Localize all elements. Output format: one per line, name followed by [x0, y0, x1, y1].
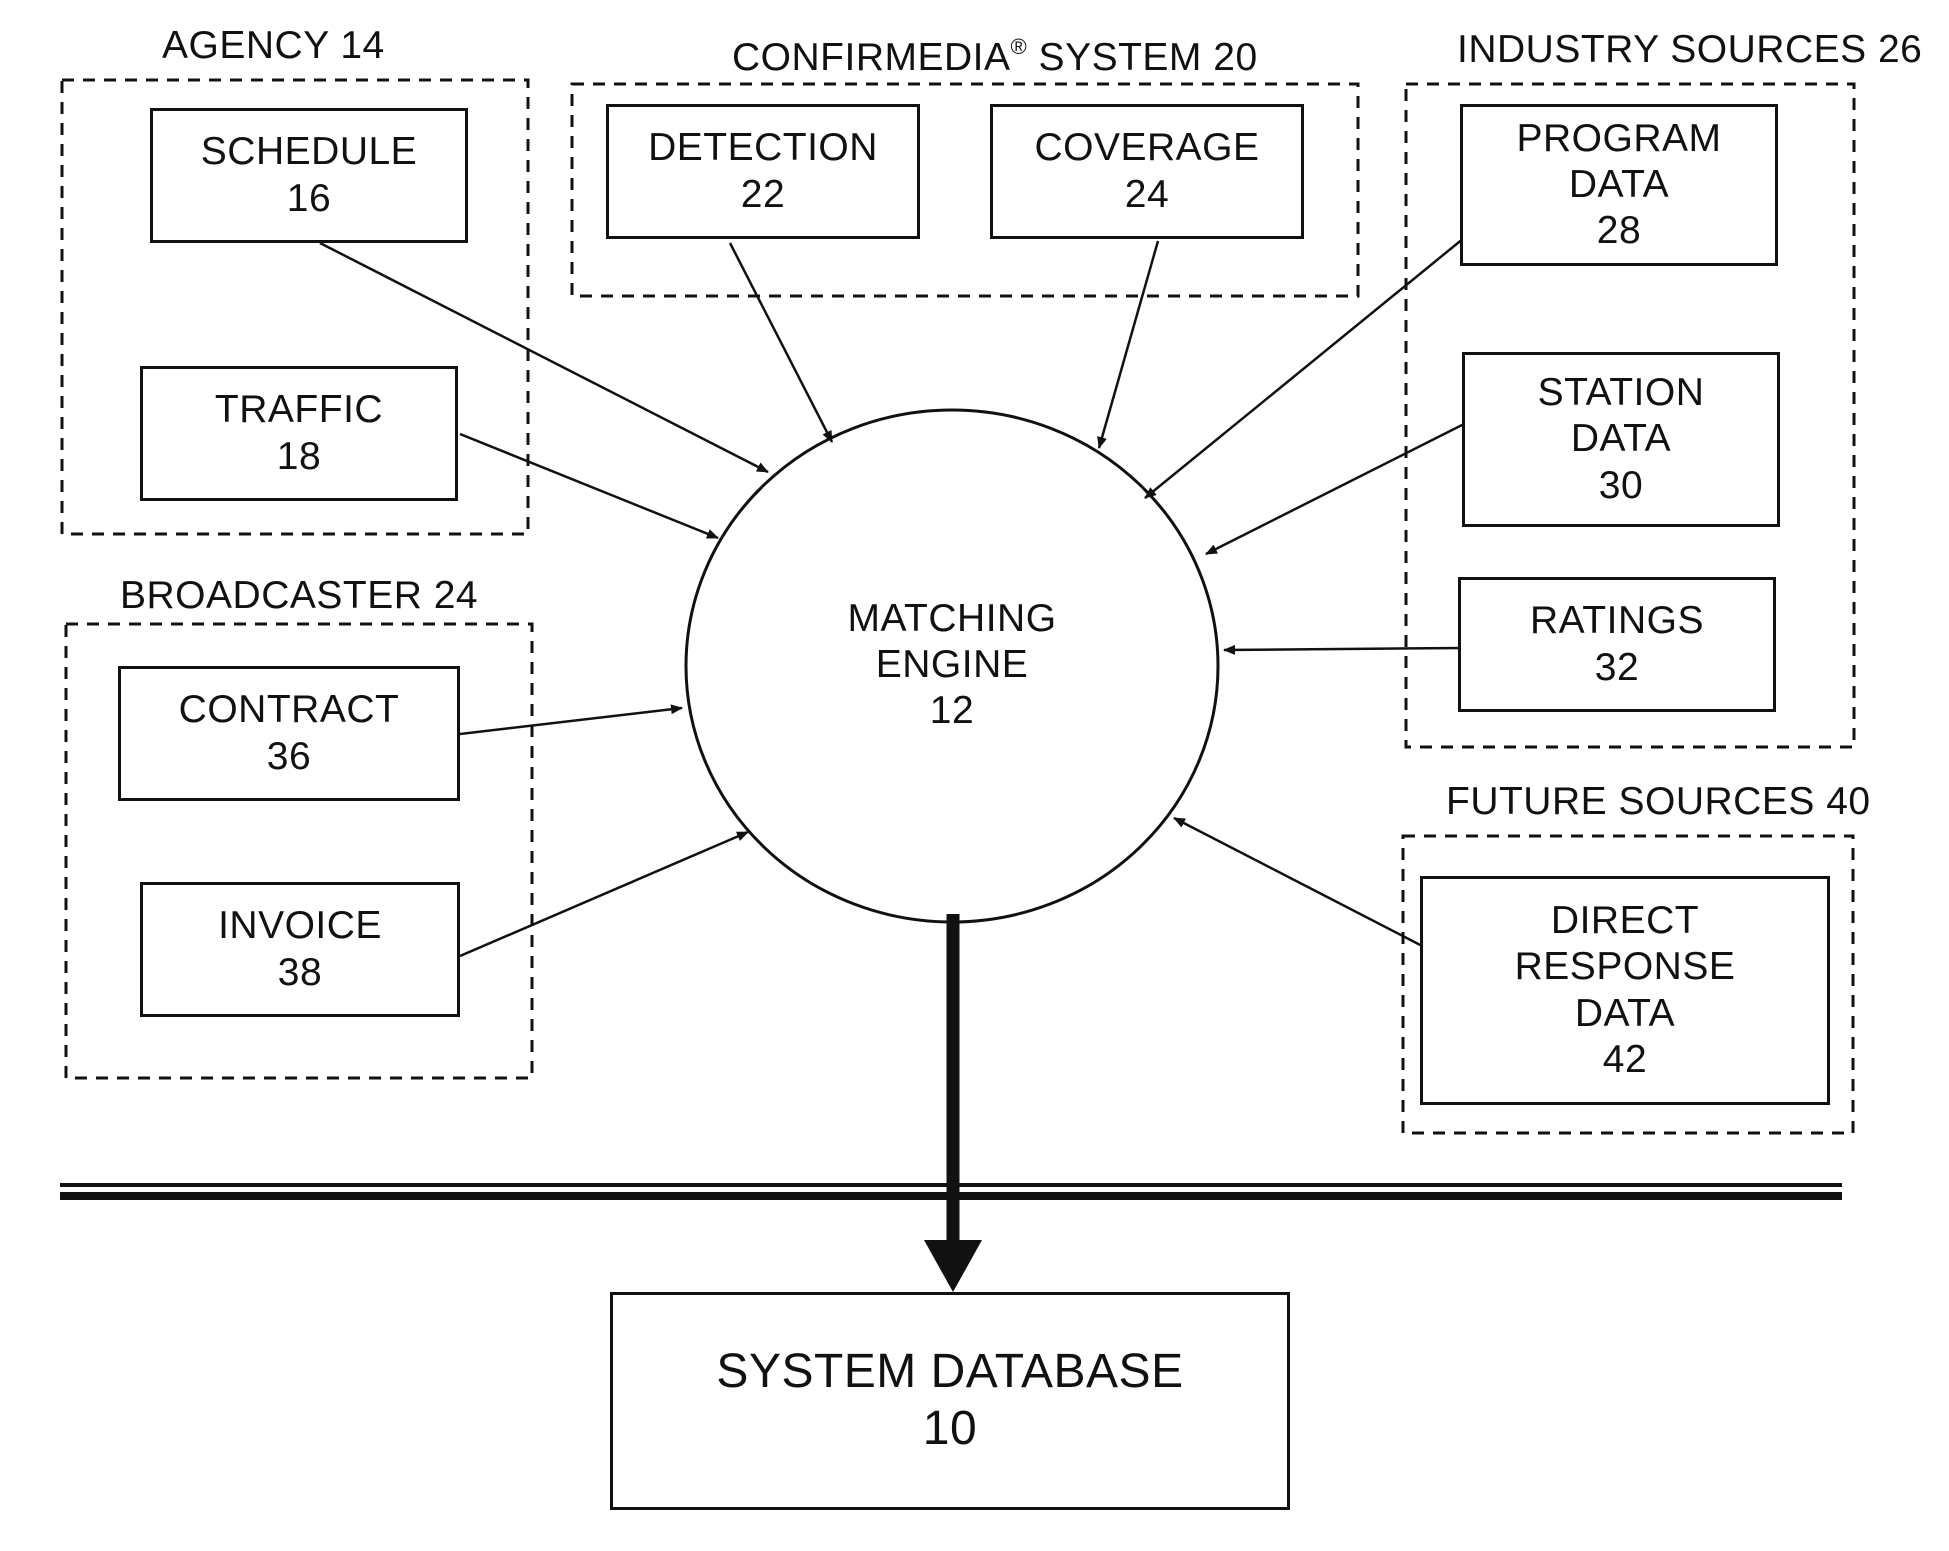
- contract-box: CONTRACT 36: [118, 666, 460, 801]
- matching-engine-label: MATCHING ENGINE 12: [812, 590, 1092, 740]
- direct-response-line3: DATA: [1575, 991, 1675, 1037]
- matching-engine-line2: ENGINE: [876, 642, 1029, 688]
- schedule-number: 16: [287, 176, 331, 222]
- registered-mark: ®: [1011, 34, 1028, 59]
- confirmedia-name: CONFIRMEDIA: [732, 36, 1011, 79]
- matching-engine-line1: MATCHING: [847, 596, 1056, 642]
- traffic-box: TRAFFIC 18: [140, 366, 458, 501]
- invoice-box: INVOICE 38: [140, 882, 460, 1017]
- traffic-number: 18: [277, 434, 321, 480]
- ratings-number: 32: [1595, 645, 1639, 691]
- direct-response-box: DIRECT RESPONSE DATA 42: [1420, 876, 1830, 1105]
- ratings-arrow: [1224, 648, 1464, 650]
- system-database-number: 10: [923, 1401, 977, 1458]
- schedule-title: SCHEDULE: [201, 129, 417, 175]
- station-data-line2: DATA: [1571, 416, 1671, 462]
- station-data-line1: STATION: [1538, 370, 1705, 416]
- matching-engine-number: 12: [930, 688, 974, 734]
- invoice-arrow: [460, 832, 748, 956]
- invoice-title: INVOICE: [218, 903, 382, 949]
- invoice-number: 38: [278, 950, 322, 996]
- program-data-arrow: [1145, 238, 1464, 498]
- coverage-arrow: [1099, 241, 1158, 448]
- detection-number: 22: [741, 172, 785, 218]
- detection-box: DETECTION 22: [606, 104, 920, 239]
- future-sources-group-label: FUTURE SOURCES 40: [1446, 782, 1871, 821]
- confirmedia-group-label: CONFIRMEDIA® SYSTEM 20: [732, 36, 1258, 77]
- direct-response-number: 42: [1603, 1037, 1647, 1083]
- direct-response-arrow: [1174, 818, 1430, 950]
- program-data-line2: DATA: [1569, 162, 1669, 208]
- broadcaster-group-label: BROADCASTER 24: [120, 576, 478, 615]
- coverage-title: COVERAGE: [1034, 125, 1259, 171]
- contract-arrow: [460, 708, 682, 734]
- system-database-box: SYSTEM DATABASE 10: [610, 1292, 1290, 1510]
- program-data-box: PROGRAM DATA 28: [1460, 104, 1778, 266]
- ratings-box: RATINGS 32: [1458, 577, 1776, 712]
- detection-title: DETECTION: [648, 125, 878, 171]
- direct-response-line2: RESPONSE: [1515, 944, 1736, 990]
- ratings-title: RATINGS: [1530, 598, 1704, 644]
- system-database-title: SYSTEM DATABASE: [716, 1344, 1183, 1401]
- database-arrowhead: [924, 1240, 982, 1292]
- contract-number: 36: [267, 734, 311, 780]
- schedule-box: SCHEDULE 16: [150, 108, 468, 243]
- direct-response-line1: DIRECT: [1551, 898, 1699, 944]
- contract-title: CONTRACT: [179, 687, 400, 733]
- coverage-number: 24: [1125, 172, 1169, 218]
- detection-arrow: [730, 243, 832, 442]
- program-data-number: 28: [1597, 208, 1641, 254]
- program-data-line1: PROGRAM: [1516, 116, 1721, 162]
- agency-group-label: AGENCY 14: [162, 26, 385, 65]
- traffic-title: TRAFFIC: [215, 387, 383, 433]
- industry-sources-group-label: INDUSTRY SOURCES 26: [1457, 30, 1922, 69]
- station-data-box: STATION DATA 30: [1462, 352, 1780, 527]
- confirmedia-suffix: SYSTEM 20: [1027, 36, 1257, 79]
- station-data-number: 30: [1599, 463, 1643, 509]
- station-data-arrow: [1206, 422, 1468, 554]
- traffic-arrow: [460, 434, 718, 538]
- coverage-box: COVERAGE 24: [990, 104, 1304, 239]
